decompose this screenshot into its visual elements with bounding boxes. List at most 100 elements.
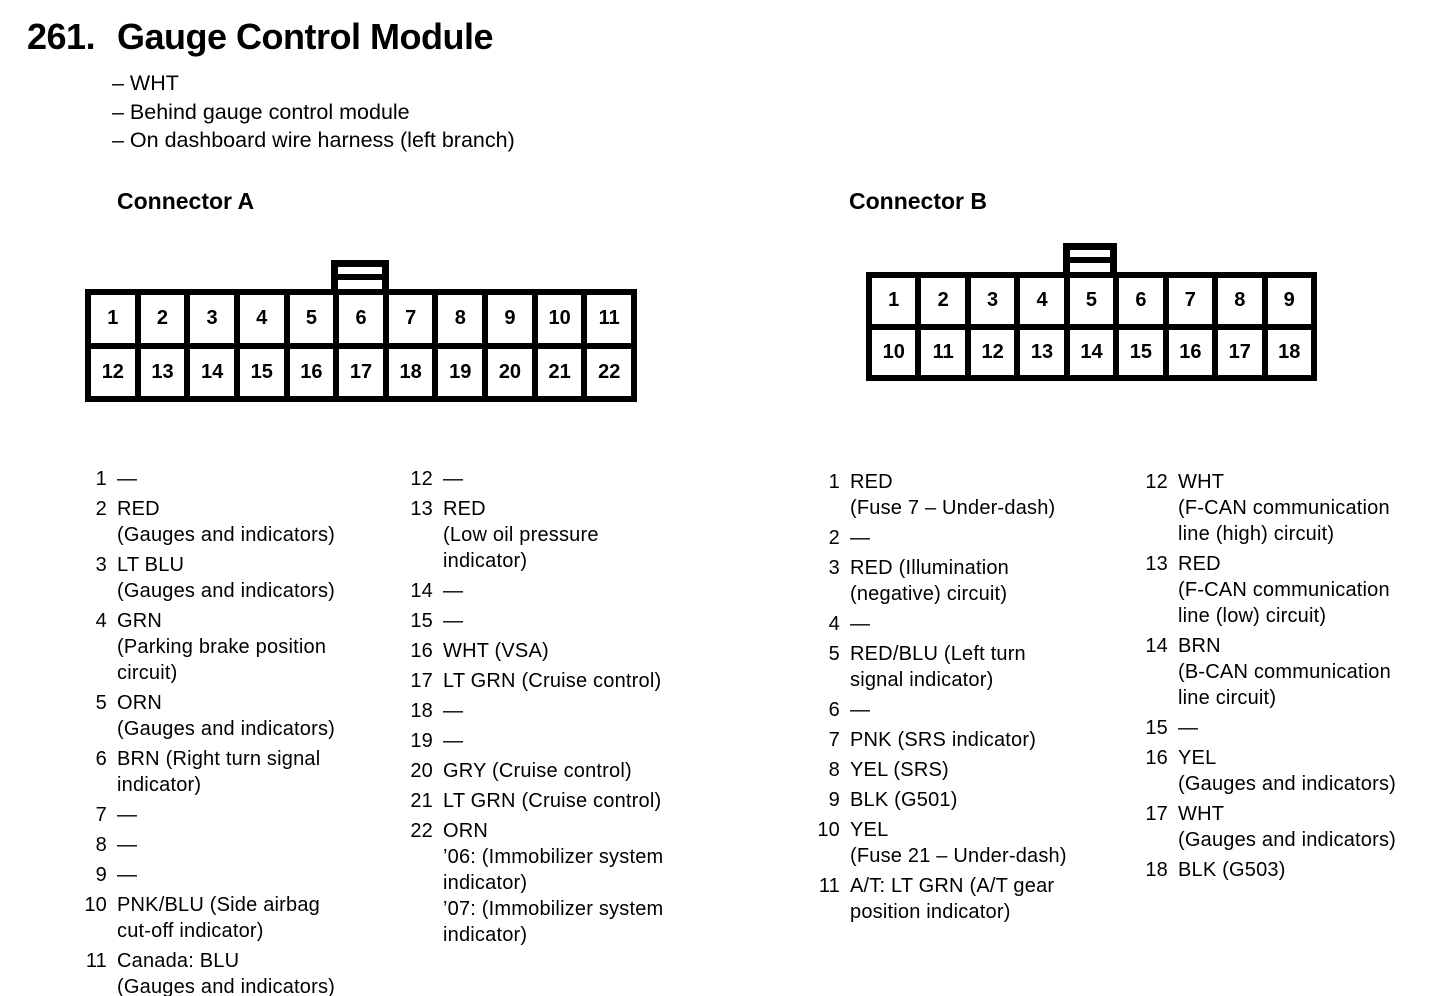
pin-description: WHT (F-CAN communication line (high) cir… xyxy=(1178,471,1390,545)
pin-description: Canada: BLU (Gauges and indicators) xyxy=(117,950,336,996)
pin-entry: 13 RED (Low oil pressure indicator) xyxy=(401,496,708,574)
pin-description: LT GRN (Cruise control) xyxy=(443,790,662,812)
connector-b-pin-cell: 15 xyxy=(1119,329,1163,375)
pin-entry: 8 — xyxy=(75,832,382,858)
connector-a-pin-cell: 5 xyxy=(289,295,334,343)
pin-entry: 10 YEL (Fuse 21 – Under-dash) xyxy=(808,817,1115,869)
pin-description: — xyxy=(443,730,464,752)
pin-entry: 9 BLK (G501) xyxy=(808,787,1115,813)
connector-b-pin-cell: 5 xyxy=(1069,278,1114,324)
pin-number: 16 xyxy=(410,640,433,662)
connector-b-pin-cell: 18 xyxy=(1267,329,1311,375)
connector-b-diagram: 1 2 3 4 5 6 7 8 9 10 11 xyxy=(866,272,1317,381)
pin-number: 5 xyxy=(95,692,107,714)
pin-entry: 15 — xyxy=(401,608,708,634)
connector-b-pin-cell: 3 xyxy=(970,278,1015,324)
pin-entry: 17 LT GRN (Cruise control) xyxy=(401,668,708,694)
pin-number: 9 xyxy=(95,864,107,886)
pin-entry: 7 — xyxy=(75,802,382,828)
connector-a-row-2: 12 13 14 15 16 17 18 19 20 21 22 xyxy=(91,348,632,396)
pin-entry: 11 A/T: LT GRN (A/T gear position indica… xyxy=(808,873,1115,925)
pin-entry: 2 RED (Gauges and indicators) xyxy=(75,496,382,548)
pin-entry: 1 RED (Fuse 7 – Under-dash) xyxy=(808,469,1115,521)
connector-a-pin-cell: 2 xyxy=(140,295,185,343)
section-number: 261. xyxy=(27,16,96,57)
pin-description: GRY (Cruise control) xyxy=(443,760,632,782)
connector-b-pin-cell: 12 xyxy=(970,329,1015,375)
pin-description: — xyxy=(850,613,871,635)
pin-number: 10 xyxy=(84,894,107,916)
connector-a-pin-cell: 20 xyxy=(488,348,532,396)
connector-b-pin-cell: 14 xyxy=(1069,329,1114,375)
pin-description: RED (Low oil pressure indicator) xyxy=(443,498,599,572)
pin-entry: 12 WHT (F-CAN communication line (high) … xyxy=(1136,469,1432,547)
pin-number: 3 xyxy=(95,554,107,576)
pin-number: 12 xyxy=(1145,471,1168,493)
pin-description: WHT (VSA) xyxy=(443,640,549,662)
connector-a-pin-cell: 17 xyxy=(339,348,383,396)
connector-b-pin-cell: 16 xyxy=(1168,329,1213,375)
connector-a-pin-cell: 16 xyxy=(289,348,334,396)
pin-description: YEL (SRS) xyxy=(850,759,949,781)
pin-description: — xyxy=(443,610,464,632)
connector-a-pin-cell: 11 xyxy=(587,295,632,343)
connector-a-pin-cell: 10 xyxy=(537,295,582,343)
connector-b-row-2: 10 11 12 13 14 15 16 17 18 xyxy=(872,329,1311,375)
pin-entry: 4 GRN (Parking brake position circuit) xyxy=(75,608,382,686)
pin-description: RED (Fuse 7 – Under-dash) xyxy=(850,471,1056,519)
pin-number: 4 xyxy=(828,613,840,635)
pin-number: 11 xyxy=(818,875,840,897)
pin-number: 17 xyxy=(1145,803,1168,825)
pin-description: — xyxy=(117,834,138,856)
pin-entry: 22 ORN ’06: (Immobilizer system indicato… xyxy=(401,818,708,948)
connector-a-diagram: 1 2 3 4 5 6 7 8 9 10 11 xyxy=(85,289,637,402)
tab-gap xyxy=(338,267,382,274)
connector-a-pin-cell: 6 xyxy=(339,295,383,343)
pin-number: 9 xyxy=(828,789,840,811)
pin-entry: 16 WHT (VSA) xyxy=(401,638,708,664)
pin-entry: 18 BLK (G503) xyxy=(1136,857,1432,883)
pin-number: 5 xyxy=(828,643,840,665)
pin-description: RED (Illumination (negative) circuit) xyxy=(850,557,1010,605)
pin-number: 4 xyxy=(95,610,107,632)
pin-number: 13 xyxy=(1145,553,1168,575)
pin-number: 6 xyxy=(828,699,840,721)
connector-a-pin-cell: 13 xyxy=(140,348,185,396)
connector-a-pin-cell: 12 xyxy=(91,348,135,396)
connector-a-row-1: 1 2 3 4 5 6 7 8 9 10 11 xyxy=(91,295,632,343)
pin-number: 15 xyxy=(410,610,433,632)
pin-entry: 1 — xyxy=(75,466,382,492)
page-title: 261. Gauge Control Module xyxy=(27,16,493,58)
pin-entry: 5 ORN (Gauges and indicators) xyxy=(75,690,382,742)
connector-b-pin-cell: 17 xyxy=(1218,329,1262,375)
pin-number: 18 xyxy=(410,700,433,722)
connector-b-pin-cell: 11 xyxy=(921,329,965,375)
pin-description: — xyxy=(850,527,871,549)
pin-entry: 21 LT GRN (Cruise control) xyxy=(401,788,708,814)
pin-number: 14 xyxy=(410,580,433,602)
connector-b-pin-list-col2: 12 WHT (F-CAN communication line (high) … xyxy=(1136,469,1432,887)
pin-description: BLK (G503) xyxy=(1178,859,1286,881)
pin-entry: 9 — xyxy=(75,862,382,888)
pin-description: BLK (G501) xyxy=(850,789,958,811)
section-title: Gauge Control Module xyxy=(117,16,493,57)
connector-b-row-1: 1 2 3 4 5 6 7 8 9 xyxy=(872,278,1311,324)
pin-description: — xyxy=(443,468,464,490)
pin-number: 2 xyxy=(95,498,107,520)
pin-number: 8 xyxy=(95,834,107,856)
pin-entry: 5 RED/BLU (Left turn signal indicator) xyxy=(808,641,1115,693)
pin-description: WHT (Gauges and indicators) xyxy=(1178,803,1397,851)
pin-number: 19 xyxy=(410,730,433,752)
pin-description: — xyxy=(117,864,138,886)
tab-bar xyxy=(338,274,382,280)
pin-description: BRN (Right turn signal indicator) xyxy=(117,748,321,796)
pin-number: 6 xyxy=(95,748,107,770)
connector-b-pin-cell: 6 xyxy=(1119,278,1163,324)
connector-b-keying-tab xyxy=(1063,243,1117,273)
pin-entry: 14 BRN (B-CAN communication line circuit… xyxy=(1136,633,1432,711)
pin-description: — xyxy=(1178,717,1199,739)
connector-a-pin-cell: 1 xyxy=(91,295,135,343)
connector-a-pin-list-col2: 12 — 13 RED (Low oil pressure indicator)… xyxy=(401,466,708,952)
pin-description: YEL (Fuse 21 – Under-dash) xyxy=(850,819,1067,867)
pin-description: — xyxy=(850,699,871,721)
